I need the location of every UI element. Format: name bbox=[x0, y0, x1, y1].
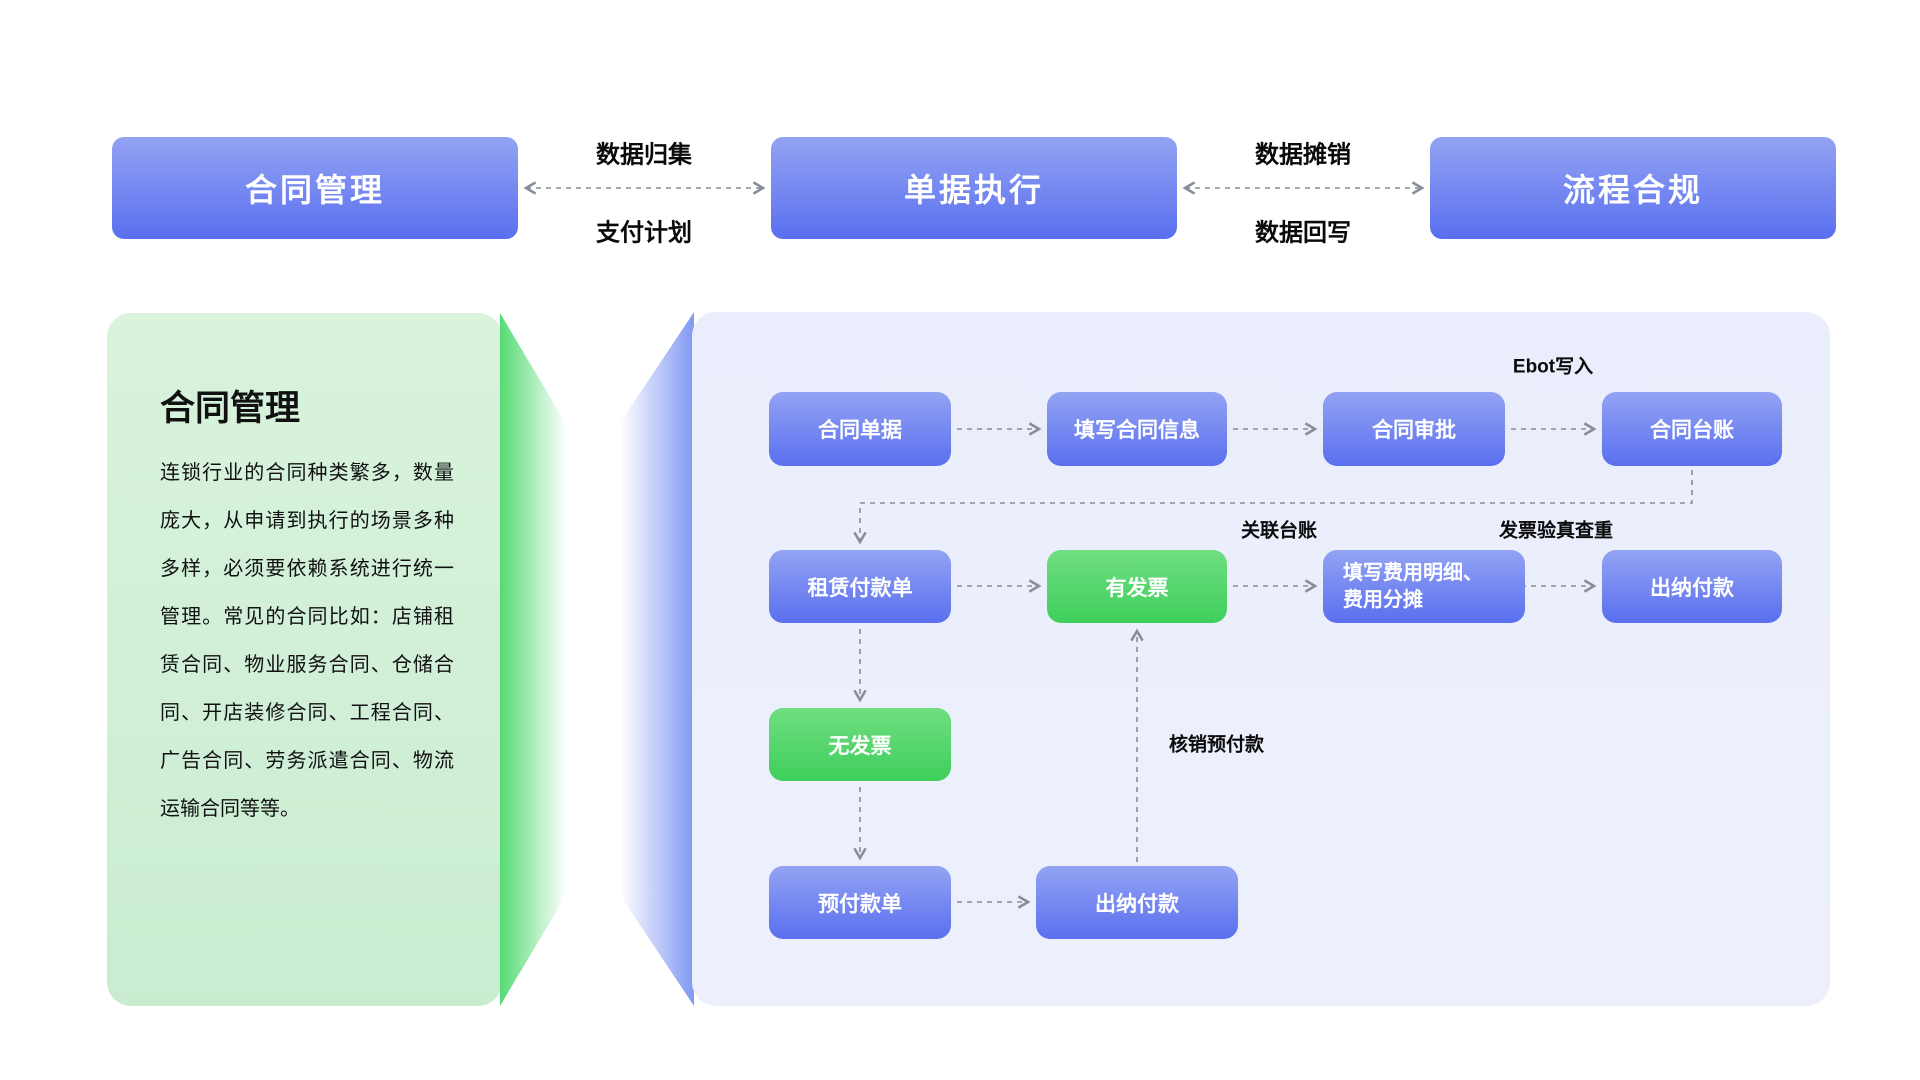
node-prepayment: 预付款单 bbox=[769, 866, 951, 939]
top-node-document-execution: 单据执行 bbox=[771, 137, 1177, 239]
link-label-data-collection: 数据归集 bbox=[596, 141, 692, 169]
node-fill-contract-info: 填写合同信息 bbox=[1047, 392, 1227, 466]
node-contract-approval: 合同审批 bbox=[1323, 392, 1505, 466]
node-fill-expense-detail: 填写费用明细、 费用分摊 bbox=[1323, 550, 1525, 623]
contract-management-panel bbox=[107, 313, 502, 1006]
node-cashier-payment-top: 出纳付款 bbox=[1602, 550, 1782, 623]
label-writeoff-prepay: 核销预付款 bbox=[1169, 734, 1265, 756]
node-contract-ledger: 合同台账 bbox=[1602, 392, 1782, 466]
green-panel-fold-decoration bbox=[500, 313, 566, 1006]
top-node-label: 单据执行 bbox=[903, 172, 1044, 208]
node-cashier-payment-bottom: 出纳付款 bbox=[1036, 866, 1238, 939]
link-label-payment-plan: 支付计划 bbox=[596, 219, 692, 247]
panel-title: 合同管理 bbox=[160, 389, 301, 428]
top-node-process-compliance: 流程合规 bbox=[1430, 137, 1836, 239]
node-contract-doc: 合同单据 bbox=[769, 392, 951, 466]
label-invoice-verify: 发票验真查重 bbox=[1498, 520, 1614, 542]
node-no-invoice: 无发票 bbox=[769, 708, 951, 781]
top-node-contract-management: 合同管理 bbox=[112, 137, 518, 239]
link-label-data-amortization: 数据摊销 bbox=[1255, 141, 1351, 169]
node-rental-payment: 租赁付款单 bbox=[769, 550, 951, 623]
link-label-data-writeback: 数据回写 bbox=[1255, 219, 1351, 247]
label-link-ledger: 关联台账 bbox=[1240, 520, 1318, 542]
top-node-label: 合同管理 bbox=[244, 172, 385, 208]
label-ebot-write: Ebot写入 bbox=[1512, 356, 1594, 378]
panel-description: 连锁行业的合同种类繁多，数量庞大，从申请到执行的场景多种多样，必须要依赖系统进行… bbox=[160, 462, 454, 820]
top-node-label: 流程合规 bbox=[1562, 172, 1703, 208]
node-has-invoice: 有发票 bbox=[1047, 550, 1227, 623]
blue-panel-fold-decoration bbox=[620, 312, 694, 1006]
